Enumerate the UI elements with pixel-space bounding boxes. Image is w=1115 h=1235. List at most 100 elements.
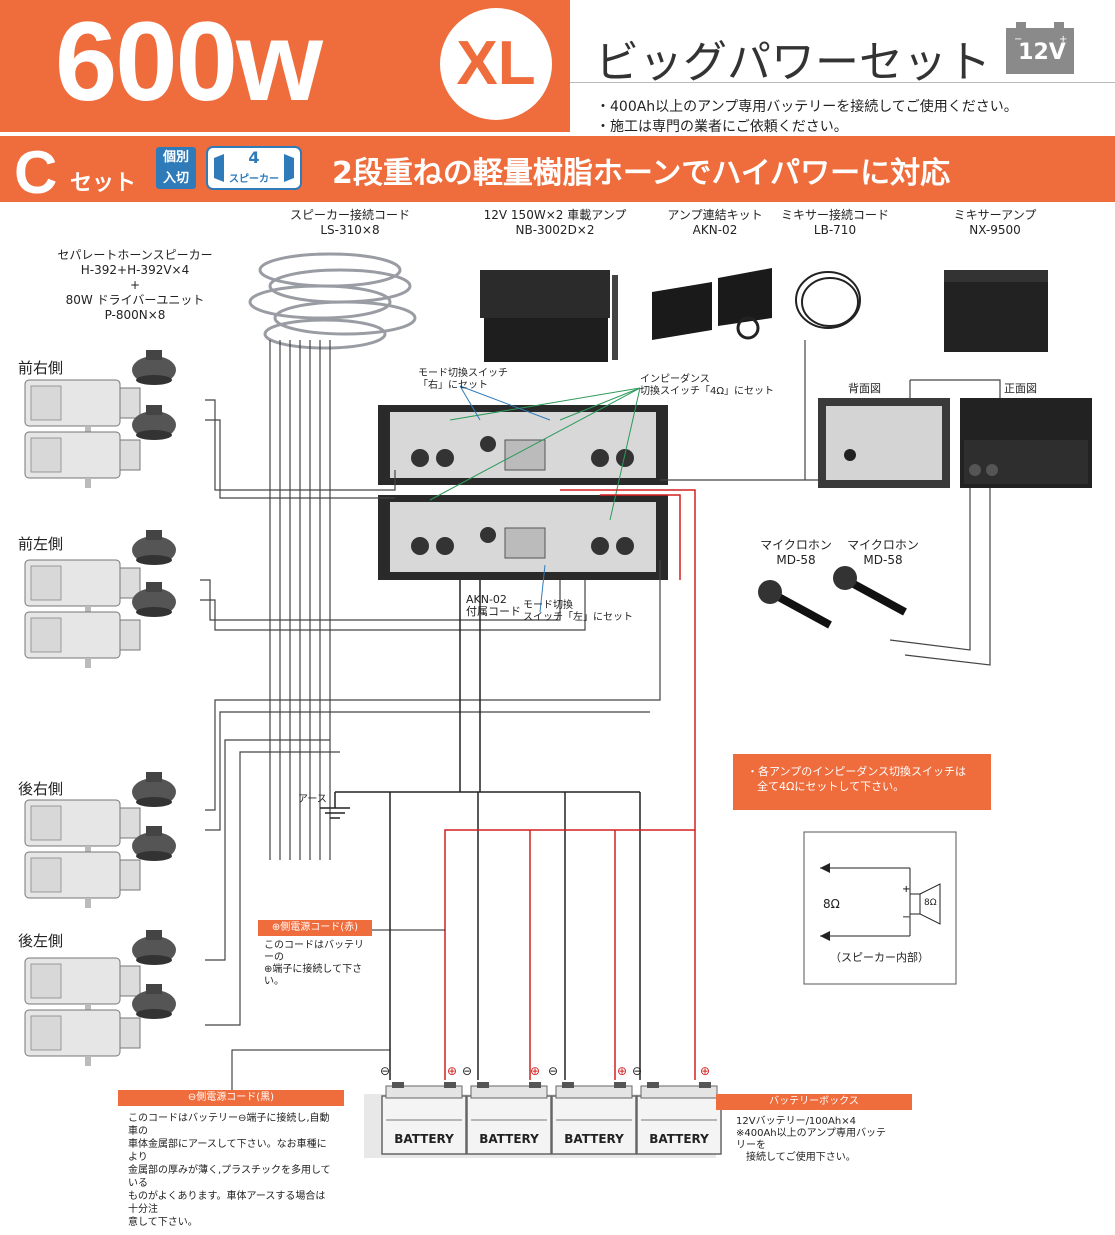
- position-front-left: 前左側: [18, 535, 64, 553]
- set-title: 2段重ねの軽量樹脂ホーンでハイパワーに対応: [332, 156, 951, 191]
- negative-cord-body: このコードはバッテリー⊖端子に接続し,自動車の 車体金属部にアースして下さい。な…: [118, 1106, 344, 1235]
- speaker-cable-coils: [248, 252, 417, 350]
- label-line: H-392+H-392V×4: [80, 263, 190, 277]
- earth-label: アース: [298, 794, 327, 805]
- mixer-back-panel: [818, 398, 950, 488]
- four-speaker-badge: 4 スピーカー: [206, 146, 302, 190]
- impedance-note: インピーダンス 切換スイッチ「4Ω」にセット: [640, 374, 774, 398]
- note-line: 接続してご使用下さい。: [736, 1152, 856, 1163]
- terminal-minus-4: ⊖: [632, 1064, 643, 1078]
- battery-label: BATTERY: [649, 1132, 709, 1146]
- negative-cord-head: ⊖側電源コード(黒): [118, 1090, 344, 1106]
- speaker-front-right: [24, 350, 176, 489]
- individual-switch-badge: 個別 入切: [156, 147, 196, 189]
- label-line: +: [129, 278, 141, 292]
- note-line: モード切換スイッチ: [418, 368, 508, 379]
- impedance-reminder-box: ・各アンプのインピーダンス切換スイッチは 全て4Ωにセットして下さい。: [733, 754, 991, 810]
- speaker-rear-right: [24, 772, 176, 909]
- terminal-minus-3: ⊖: [548, 1064, 559, 1078]
- note-line: インピーダンス: [640, 374, 710, 385]
- kit-component-label: アンプ連結キット AKN-02: [655, 208, 775, 238]
- speaker-inner-ohm: 8Ω: [924, 898, 937, 908]
- set-subtitle: ビッグパワーセット: [595, 37, 991, 88]
- battery-box-head: バッテリーボックス: [716, 1094, 912, 1110]
- battery-12v-icon: − +: [1006, 22, 1074, 74]
- position-front-right: 前右側: [18, 359, 64, 377]
- speaker-front-left: [24, 530, 176, 669]
- amp-component-label: 12V 150W×2 車載アンプ NB-3002D×2: [470, 208, 640, 238]
- svg-text:+: +: [902, 884, 910, 895]
- positive-cord-head: ⊕側電源コード(赤): [258, 920, 372, 936]
- ohm-label: 8Ω: [823, 897, 840, 911]
- amp-product-photo: [480, 270, 618, 362]
- note-line: 「右」にセット: [418, 380, 488, 391]
- label-line: セパレートホーンスピーカー: [57, 248, 213, 262]
- set-letter: C: [14, 139, 58, 206]
- speaker-component-label: セパレートホーンスピーカー H-392+H-392V×4 + 80W ドライバー…: [40, 248, 230, 323]
- mixer-amp-component-label: ミキサーアンプ NX-9500: [930, 208, 1060, 238]
- speaker-label: スピーカー: [229, 174, 279, 185]
- negative-cord-box: ⊖側電源コード(黒) このコードはバッテリー⊖端子に接続し,自動車の 車体金属部…: [118, 1090, 344, 1235]
- mode-left-note: モード切換 スイッチ「左」にセット: [523, 600, 633, 624]
- note-line: 意して下さい。: [128, 1217, 198, 1228]
- set-label: セット: [70, 171, 137, 196]
- badge-top: 個別: [162, 150, 189, 165]
- label-line: マイクロホン: [847, 538, 919, 552]
- mic1-label: マイクロホン MD-58: [756, 538, 836, 568]
- label-line: ミキサーアンプ: [953, 208, 1037, 222]
- label-line: AKN-02: [692, 223, 738, 237]
- terminal-plus-1: ⊕: [447, 1064, 458, 1078]
- speaker-inner-diagram: + −: [803, 831, 957, 985]
- battery-label: BATTERY: [479, 1132, 539, 1146]
- label-line: ミキサー接続コード: [780, 208, 889, 222]
- mixer-cable-photo: [795, 271, 861, 329]
- speaker-rear-left: [24, 930, 176, 1067]
- svg-text:−: −: [1014, 34, 1022, 45]
- note-line: ・各アンプのインピーダンス切換スイッチは: [747, 765, 967, 778]
- positive-cord-body: このコードはバッテリーの ⊕端子に接続して下さい。: [258, 936, 372, 992]
- note-line: AKN-02: [466, 593, 507, 606]
- badge-bottom: 入切: [162, 171, 189, 186]
- positive-cord-box: ⊕側電源コード(赤) このコードはバッテリーの ⊕端子に接続して下さい。: [258, 920, 372, 992]
- label-line: P-800N×8: [104, 308, 166, 322]
- mixer-front-panel: [960, 398, 1092, 488]
- terminal-plus-4: ⊕: [700, 1064, 711, 1078]
- note-line: 全て4Ωにセットして下さい。: [757, 780, 905, 793]
- label-line: アンプ連結キット: [667, 208, 763, 222]
- label-line: MD-58: [776, 553, 816, 567]
- front-view-label: 正面図: [1004, 382, 1037, 395]
- label-line: LS-310×8: [320, 223, 380, 237]
- akn-cord-note: AKN-02 付属コード: [466, 594, 521, 618]
- amp-panel-lower: [378, 495, 668, 580]
- note-line: このコードはバッテリーの: [264, 940, 364, 963]
- wiring-diagram: + −: [24, 252, 1092, 1158]
- header-rule: [570, 82, 1115, 83]
- terminal-minus-1: ⊖: [380, 1064, 391, 1078]
- mic2-label: マイクロホン MD-58: [843, 538, 923, 568]
- label-line: マイクロホン: [760, 538, 832, 552]
- battery-label: BATTERY: [564, 1132, 624, 1146]
- speaker-inner-label: （スピーカー内部）: [830, 951, 929, 964]
- terminal-plus-2: ⊕: [530, 1064, 541, 1078]
- note-line: モード切換: [523, 600, 573, 611]
- label-line: NX-9500: [969, 223, 1021, 237]
- speaker-wires: [200, 340, 661, 1026]
- terminal-plus-3: ⊕: [617, 1064, 628, 1078]
- note-line: ものがよくあります。車体アースする場合は十分注: [128, 1191, 326, 1215]
- mode-right-note: モード切換スイッチ 「右」にセット: [418, 368, 508, 392]
- note-line: 12Vバッテリー/100Ah×4: [736, 1116, 856, 1127]
- mixer-cable-component-label: ミキサー接続コード LB-710: [770, 208, 900, 238]
- earth-symbol: [320, 792, 350, 819]
- note-line: ※400Ah以上のアンプ専用バッテリーを: [736, 1128, 886, 1151]
- note-line: このコードはバッテリー⊖端子に接続し,自動車の: [128, 1113, 330, 1137]
- label-line: LB-710: [813, 223, 857, 237]
- battery-box-body: 12Vバッテリー/100Ah×4 ※400Ah以上のアンプ専用バッテリーを 接続…: [716, 1110, 912, 1170]
- note-line: 付属コード: [466, 605, 521, 618]
- note-line: ・400Ah以上のアンプ専用バッテリーを接続してご使用ください。: [596, 99, 1018, 115]
- position-rear-left: 後左側: [18, 932, 64, 950]
- note-line: 金属部の厚みが薄く,プラスチックを多用している: [128, 1165, 331, 1189]
- terminal-minus-2: ⊖: [462, 1064, 473, 1078]
- note-line: 切換スイッチ「4Ω」にセット: [640, 386, 775, 397]
- mixer-link-wire: [660, 340, 1001, 666]
- amp-kit-photo: [652, 268, 772, 340]
